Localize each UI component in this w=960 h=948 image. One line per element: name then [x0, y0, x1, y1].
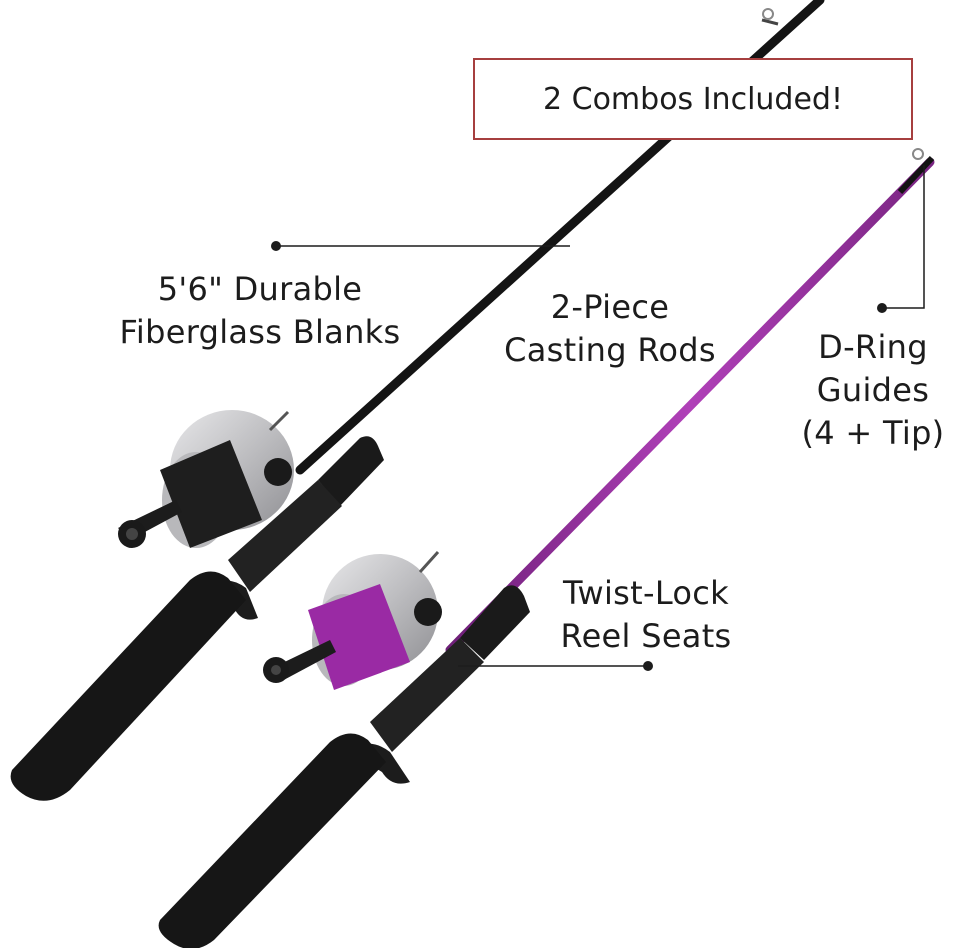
combos-included-banner: 2 Combos Included! — [473, 58, 913, 140]
purple-rod-combo — [158, 148, 935, 948]
callout-d-ring-guides: D-Ring Guides (4 + Tip) — [790, 326, 956, 455]
callout-seats-line1: Twist-Lock — [562, 574, 730, 612]
black-rod-tip-guide — [761, 8, 779, 26]
callout-casting-rods: 2-Piece Casting Rods — [492, 286, 728, 372]
black-rod-reel-seat — [228, 480, 342, 592]
callout-guides-line2: Guides — [816, 371, 930, 409]
callout-seats-line2: Reel Seats — [560, 617, 732, 655]
purple-rod-fore-grip — [460, 585, 530, 660]
callout-fiberglass-blanks: 5'6" Durable Fiberglass Blanks — [110, 268, 410, 354]
black-rod-combo — [10, 0, 825, 801]
callout-blanks-line2: Fiberglass Blanks — [119, 313, 401, 351]
callout-leader-guides — [877, 165, 925, 313]
callout-leader-blanks — [271, 241, 570, 251]
purple-rod-blank — [445, 157, 935, 655]
purple-rod-reel-seat — [370, 638, 484, 752]
callout-rods-line2: Casting Rods — [504, 331, 716, 369]
callout-leader-seats — [458, 661, 653, 671]
black-rod-spincast-reel — [118, 410, 294, 548]
black-rod-fore-grip — [318, 436, 384, 506]
banner-text: 2 Combos Included! — [543, 81, 843, 117]
purple-rod-spincast-reel — [263, 550, 442, 690]
callout-rods-line1: 2-Piece — [550, 288, 670, 326]
callout-guides-line1: D-Ring — [818, 328, 928, 366]
callout-guides-line3: (4 + Tip) — [801, 414, 945, 452]
callout-twist-lock-seats: Twist-Lock Reel Seats — [548, 572, 744, 658]
callout-blanks-line1: 5'6" Durable — [157, 270, 363, 308]
black-rod-rear-handle — [10, 571, 246, 801]
purple-rod-rear-handle — [158, 733, 386, 948]
purple-rod-tip-guide — [912, 148, 924, 160]
